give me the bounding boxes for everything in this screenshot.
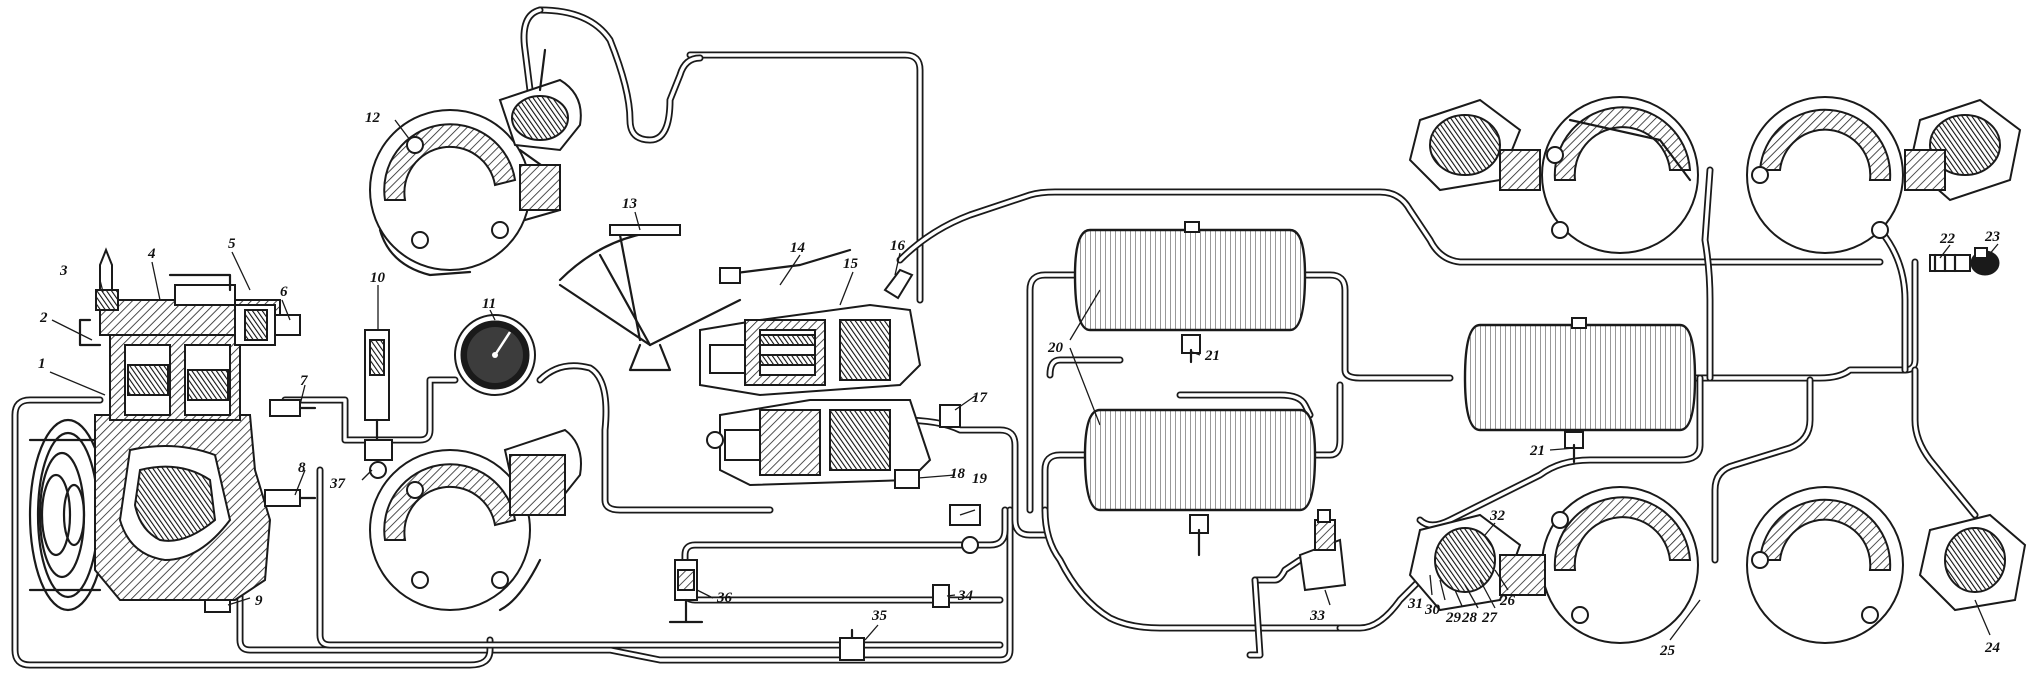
label-35: 35: [871, 608, 888, 624]
rear-brake-bottom-left: [1408, 486, 1699, 644]
label-21-lower: 21: [1529, 443, 1545, 459]
valve-36: [668, 559, 704, 624]
label-10: 10: [370, 270, 386, 286]
label-13: 13: [622, 196, 638, 212]
label-6: 6: [280, 284, 288, 300]
governor: [364, 329, 393, 479]
valve-35: [839, 628, 865, 661]
coupling-head: [1929, 247, 2000, 276]
callout-labels: 1 2 3 4 5 6 7 8 9 10 11 12 13 14 15 16 1…: [38, 110, 2001, 659]
label-9: 9: [255, 593, 263, 609]
label-5: 5: [228, 236, 236, 252]
valve-34: [932, 584, 950, 608]
label-25: 25: [1659, 643, 1676, 659]
compressor: [28, 247, 317, 613]
label-16: 16: [890, 238, 906, 254]
brake-pedal: [558, 224, 742, 372]
label-21-upper: 21: [1204, 348, 1220, 364]
air-tank-upper: [1073, 221, 1307, 364]
label-24: 24: [1984, 640, 2001, 656]
brake-valve: [699, 248, 961, 487]
fittings-18-19: [894, 469, 981, 554]
label-33: 33: [1309, 608, 1326, 624]
label-12: 12: [365, 110, 381, 126]
label-22: 22: [1939, 231, 1956, 247]
rear-brake-bottom-right: [1746, 486, 2027, 644]
label-2: 2: [39, 310, 48, 326]
label-23: 23: [1984, 229, 2001, 245]
label-7: 7: [300, 373, 308, 389]
label-32: 32: [1489, 508, 1506, 524]
label-14: 14: [790, 240, 806, 256]
label-30: 30: [1424, 602, 1441, 618]
label-17: 17: [972, 390, 988, 406]
air-tank-rear: [1463, 317, 1697, 464]
label-26: 26: [1499, 593, 1516, 609]
label-27: 27: [1481, 610, 1498, 626]
label-37: 37: [329, 476, 346, 492]
label-3: 3: [59, 263, 68, 279]
label-4: 4: [147, 246, 156, 262]
rear-brake-top-left: [1408, 96, 1699, 254]
label-18: 18: [950, 466, 966, 482]
label-11: 11: [482, 296, 496, 312]
front-brake-lower: [369, 428, 582, 612]
label-19: 19: [972, 471, 988, 487]
valve-33: [1298, 509, 1347, 592]
label-1: 1: [38, 356, 46, 372]
front-brake-upper: [369, 48, 582, 277]
label-34: 34: [957, 588, 974, 604]
label-8: 8: [298, 460, 306, 476]
label-29: 29: [1445, 610, 1462, 626]
pressure-gauge: [454, 314, 536, 396]
label-28: 28: [1461, 610, 1478, 626]
label-20: 20: [1047, 340, 1064, 356]
rear-brake-top-right: [1746, 96, 2022, 254]
label-36: 36: [716, 590, 733, 606]
label-31: 31: [1407, 596, 1423, 612]
air-tank-lower: [1083, 408, 1317, 557]
label-15: 15: [843, 256, 859, 272]
leader-lines: [49, 119, 1999, 641]
